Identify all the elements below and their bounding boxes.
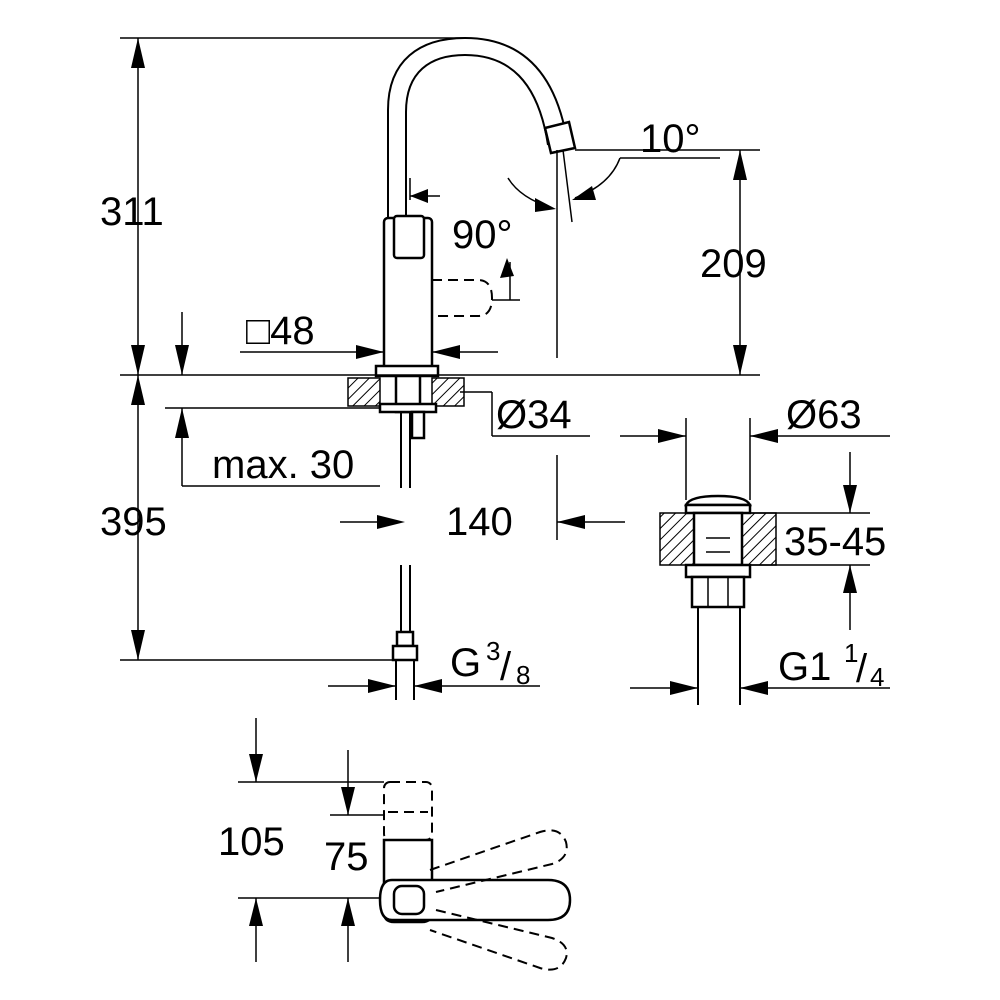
lever-top-dashed-upper — [429, 829, 568, 893]
lever-hub — [392, 214, 426, 260]
drain-body — [692, 511, 744, 567]
label-spout-reach: 140 — [446, 500, 513, 544]
label-lever-angle: 90° — [452, 213, 513, 257]
label-thread-drain-den: 4 — [870, 662, 884, 692]
label-below-deck: 395 — [100, 500, 167, 544]
label-thread-supply-slash: / — [500, 645, 512, 689]
arrow — [249, 898, 263, 926]
label-drain-diameter: Ø63 — [786, 393, 862, 437]
arrow — [249, 754, 263, 782]
arrow — [670, 681, 698, 695]
angle-line — [562, 149, 573, 223]
deck-hatch-left — [347, 377, 381, 407]
label-thread-supply-den: 8 — [516, 660, 530, 690]
arrow — [368, 679, 396, 693]
fixing-stud — [410, 410, 426, 440]
label-thread-drain: G1 — [778, 645, 831, 689]
lever-hub-top — [392, 884, 426, 916]
arrow — [341, 787, 355, 815]
arrow — [843, 565, 857, 593]
spout-nozzle — [543, 120, 577, 155]
arrow — [750, 429, 778, 443]
label-thread-supply-num: 3 — [486, 636, 500, 666]
faucet-side-view — [347, 36, 577, 700]
drain-nut — [690, 575, 746, 609]
arrow — [356, 345, 384, 359]
arrow — [175, 345, 189, 375]
arrow — [557, 515, 585, 529]
lever-top — [378, 878, 572, 922]
label-thread-supply: G — [450, 641, 481, 685]
lever-dashed — [432, 279, 494, 317]
arrow — [500, 258, 514, 278]
arrow — [733, 345, 747, 375]
label-hole-diameter: Ø34 — [496, 393, 572, 437]
hose-nut — [391, 644, 419, 662]
labels: 311 10° 90° 209 □48 Ø34 Ø63 max. 30 395 … — [100, 117, 886, 879]
arrow — [740, 681, 768, 695]
arrow — [572, 186, 596, 200]
arrow — [341, 898, 355, 926]
spout-outer — [387, 36, 568, 235]
label-thread-drain-num: 1 — [844, 638, 858, 668]
label-spout-angle: 10° — [640, 117, 701, 161]
label-top-body: 75 — [324, 835, 369, 879]
arrow — [131, 375, 145, 405]
arrow — [131, 345, 145, 375]
fixing-washer — [378, 402, 438, 414]
label-top-depth: 105 — [218, 820, 285, 864]
arrow — [733, 150, 747, 180]
hose-nut-small — [395, 630, 415, 648]
arrow — [535, 198, 556, 212]
spout-inner — [405, 53, 549, 222]
drain-cap — [684, 494, 752, 507]
arrow — [131, 630, 145, 660]
arrow — [843, 485, 857, 513]
arrow — [175, 408, 189, 438]
lever-top-dashed-lower — [429, 909, 568, 971]
arrow — [377, 515, 405, 529]
arrow — [410, 189, 428, 203]
label-drain-range: 35-45 — [784, 520, 886, 564]
label-max-deck: max. 30 — [212, 443, 354, 487]
label-height-total: 311 — [100, 190, 164, 234]
label-spout-height: 209 — [700, 242, 767, 286]
label-square-base: □48 — [246, 309, 315, 353]
arrow — [414, 679, 442, 693]
label-thread-drain-slash: / — [856, 647, 868, 691]
drain-nut-top — [684, 563, 752, 579]
dimension-lines — [120, 37, 760, 693]
arrow — [131, 38, 145, 68]
deck-hatch-right — [431, 377, 465, 407]
drain-view — [620, 418, 890, 705]
faucet-top-view — [238, 718, 572, 971]
arrow — [432, 345, 460, 359]
arrow — [658, 429, 686, 443]
